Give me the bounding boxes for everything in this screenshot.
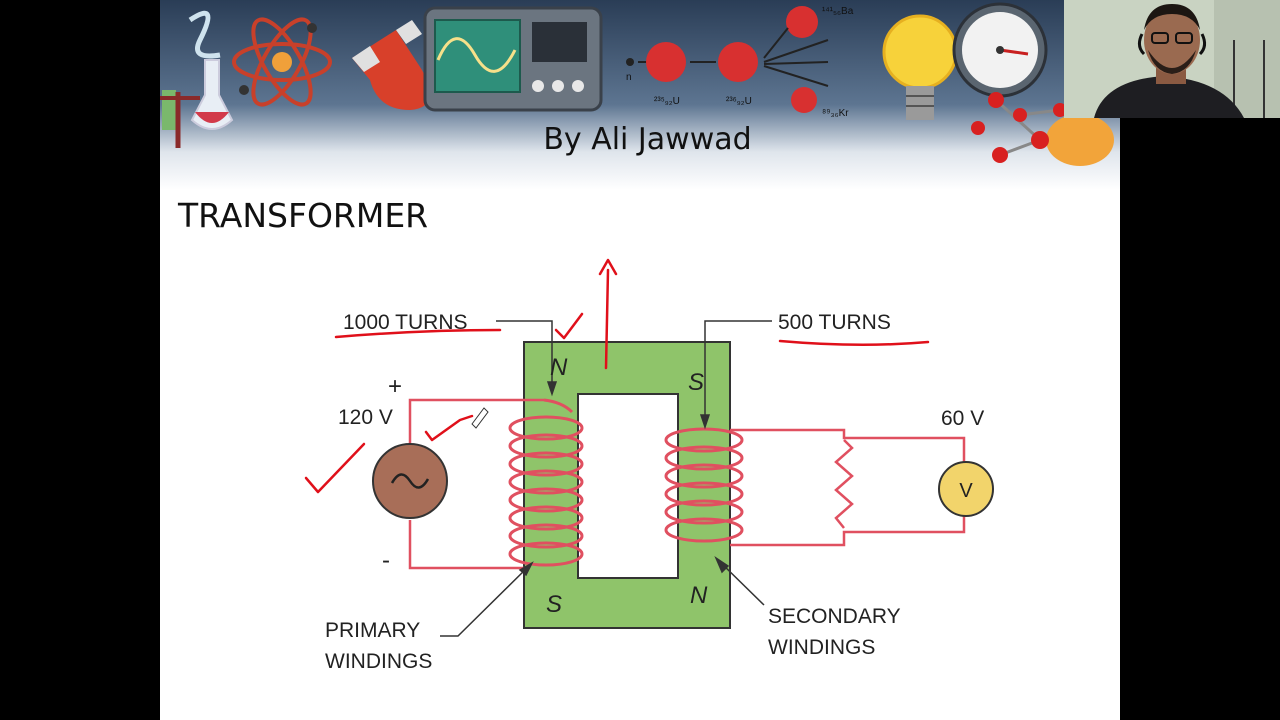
ac-source-icon bbox=[372, 443, 448, 519]
output-voltage-label: 60 V bbox=[941, 407, 984, 430]
transformer-diagram: V 1000 TURNS 500 TURNS 120 V 60 V + - PR… bbox=[304, 258, 994, 673]
primary-turns-label: 1000 TURNS bbox=[343, 311, 468, 334]
load-resistor bbox=[834, 439, 854, 529]
slide: n ²³⁵₉₂U ²³⁶₉₂U ¹⁴¹₅₆Ba ⁸⁹₃₆Kr bbox=[160, 0, 1120, 720]
kr-label: ⁸⁹₃₆Kr bbox=[822, 108, 849, 119]
ba-label: ¹⁴¹₅₆Ba bbox=[822, 6, 854, 17]
oscilloscope-icon bbox=[423, 6, 603, 112]
pole-primary-bottom: S bbox=[546, 591, 562, 618]
nuclear-fission-icon: n ²³⁵₉₂U ²³⁶₉₂U ¹⁴¹₅₆Ba ⁸⁹₃₆Kr bbox=[626, 6, 854, 119]
primary-windings-label-line1: PRIMARY bbox=[325, 619, 420, 642]
voltmeter-symbol: V bbox=[959, 480, 973, 502]
slide-title: TRANSFORMER bbox=[178, 196, 429, 235]
pole-annotations: N S S N bbox=[546, 354, 708, 618]
u235-label: ²³⁵₉₂U bbox=[654, 96, 680, 107]
secondary-circuit-wires bbox=[730, 428, 966, 547]
author-name: By Ali Jawwad bbox=[543, 122, 752, 157]
leader-lines bbox=[440, 320, 772, 637]
primary-circuit-wires bbox=[408, 398, 544, 570]
flask-icon bbox=[160, 10, 234, 148]
secondary-windings-label-line2: WINDINGS bbox=[768, 636, 875, 659]
pole-secondary-bottom: N bbox=[690, 582, 708, 609]
transformer-core bbox=[523, 341, 731, 629]
atom-icon bbox=[232, 17, 332, 107]
presenter-avatar bbox=[1064, 0, 1280, 118]
webcam-feed bbox=[1064, 0, 1280, 118]
u236-label: ²³⁶₉₂U bbox=[726, 96, 752, 107]
voltmeter-icon: V bbox=[938, 461, 994, 517]
minus-sign: - bbox=[382, 547, 390, 574]
secondary-winding bbox=[664, 427, 744, 543]
input-voltage-label: 120 V bbox=[338, 406, 393, 429]
primary-windings-label-line2: WINDINGS bbox=[325, 650, 432, 673]
molecule-icon bbox=[971, 92, 1114, 166]
primary-winding bbox=[508, 398, 584, 567]
light-bulb-icon bbox=[882, 14, 958, 120]
secondary-turns-label: 500 TURNS bbox=[778, 311, 891, 334]
neutron-label: n bbox=[626, 72, 632, 83]
pole-primary-top: N bbox=[550, 354, 568, 381]
handwritten-annotations bbox=[304, 258, 930, 494]
pole-secondary-top: S bbox=[688, 369, 704, 396]
banner: n ²³⁵₉₂U ²³⁶₉₂U ¹⁴¹₅₆Ba ⁸⁹₃₆Kr bbox=[160, 0, 1120, 190]
plus-sign: + bbox=[388, 373, 402, 400]
magnet-icon bbox=[352, 20, 430, 110]
pen-cursor-icon bbox=[471, 407, 489, 429]
secondary-windings-label-line1: SECONDARY bbox=[768, 605, 901, 628]
pressure-gauge-icon bbox=[952, 2, 1048, 98]
